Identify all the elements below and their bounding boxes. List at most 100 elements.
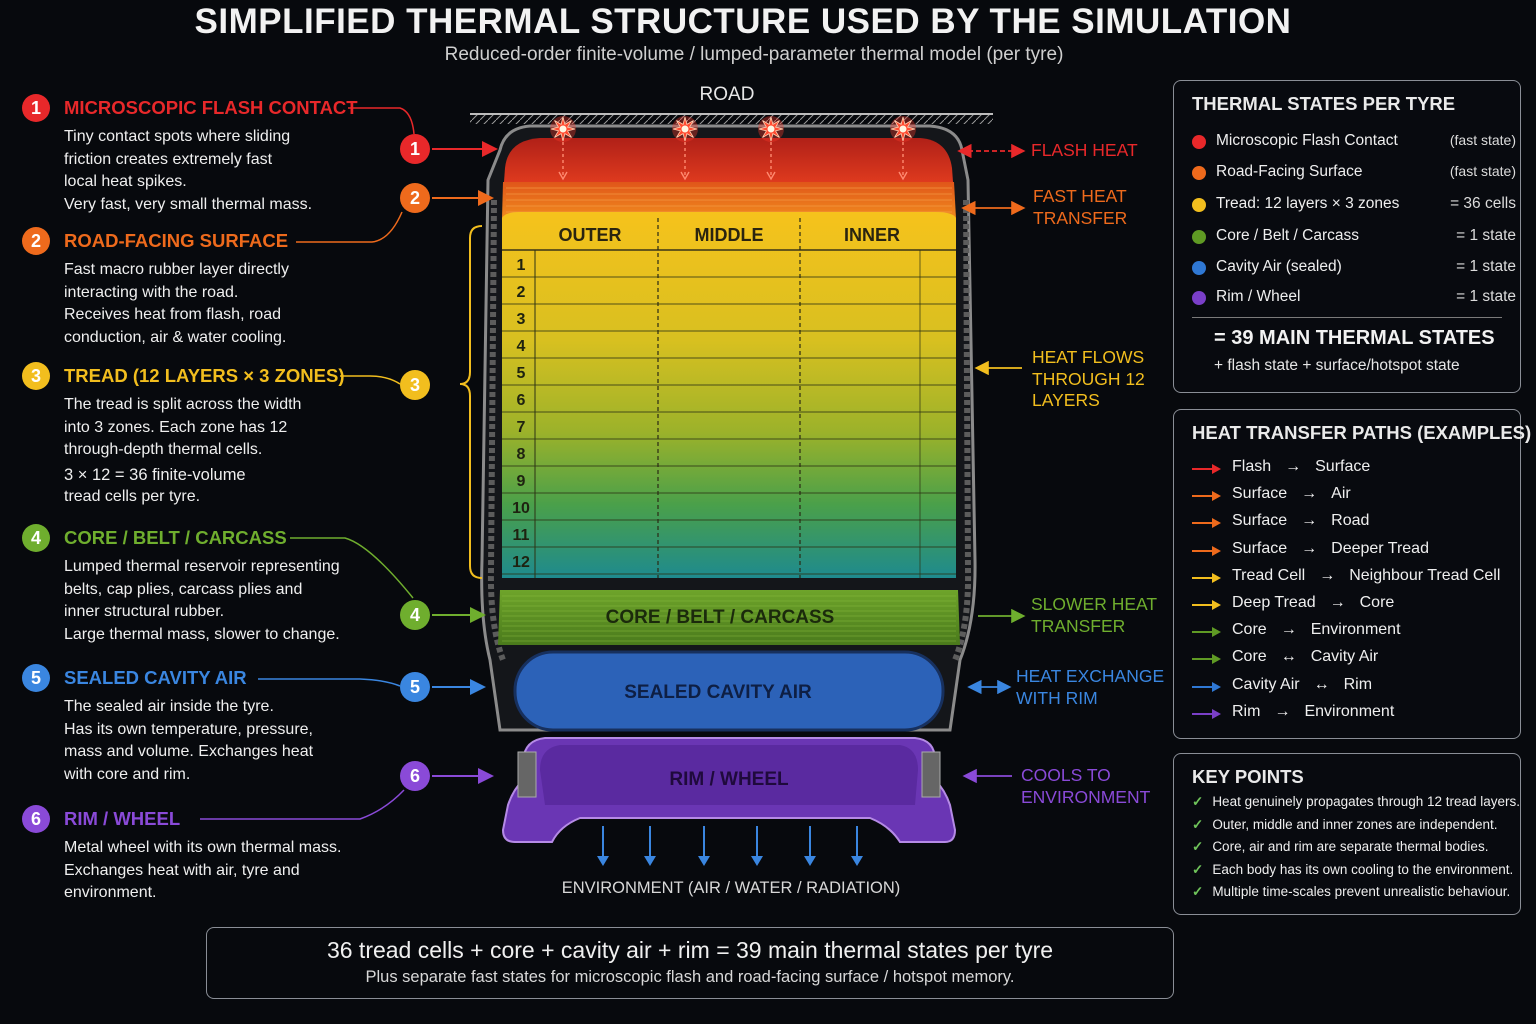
path-text: Flash→Surface <box>1232 458 1370 476</box>
environment-arrows <box>597 826 863 866</box>
key-point: ✓Multiple time-scales prevent unrealisti… <box>1192 884 1510 900</box>
state-value: (fast state) <box>1449 163 1516 179</box>
section-line: into 3 zones. Each zone has 12 <box>64 418 288 436</box>
core-texture <box>502 595 956 642</box>
summary-line-1: 36 tread cells + core + cavity air + rim… <box>326 937 1054 963</box>
section-line: through-depth thermal cells. <box>64 441 263 458</box>
states-total: = 39 MAIN THERMAL STATES <box>1214 327 1495 349</box>
core-label: CORE / BELT / CARCASS <box>606 607 835 628</box>
key-point-text: Heat genuinely propagates through 12 tre… <box>1212 794 1521 809</box>
section-line: Tiny contact spots where sliding <box>64 128 291 145</box>
flash-spike <box>550 116 576 181</box>
state-value: (fast state) <box>1449 132 1516 148</box>
check-icon: ✓ <box>1192 794 1204 809</box>
section-line: Has its own temperature, pressure, <box>64 720 313 738</box>
environment-arrow <box>644 826 656 866</box>
annotation-cools: COOLS TO ENVIRONMENT <box>1021 765 1151 807</box>
key-point: ✓Core, air and rim are separate thermal … <box>1192 839 1488 855</box>
state-color-dot <box>1192 198 1206 212</box>
connector-6 <box>200 789 405 820</box>
paths-panel-title: HEAT TRANSFER PATHS (EXAMPLES) <box>1192 422 1532 443</box>
check-icon: ✓ <box>1192 839 1204 855</box>
path-arrow-icon <box>1192 708 1221 719</box>
section-line: local heat spikes. <box>64 173 187 190</box>
road-label: ROAD <box>700 84 755 105</box>
svg-text:6: 6 <box>410 766 420 786</box>
layer-number: 11 <box>513 527 530 544</box>
connector-4 <box>290 537 414 599</box>
path-from: Tread Cell <box>1232 566 1306 584</box>
environment-label: ENVIRONMENT (AIR / WATER / RADIATION) <box>562 879 901 897</box>
path-to: Road <box>1331 512 1370 530</box>
path-arrow-icon <box>1192 572 1221 583</box>
core-block <box>498 590 960 645</box>
layer-number: 10 <box>512 500 530 517</box>
state-label: Tread: 12 layers × 3 zones <box>1216 195 1400 212</box>
layer-number: 12 <box>512 554 530 571</box>
path-symbol: → <box>1301 485 1318 503</box>
environment-arrow <box>597 826 609 866</box>
state-color-dot <box>1192 291 1206 305</box>
bead-left <box>517 751 537 798</box>
section-heading: TREAD (12 LAYERS × 3 ZONES) <box>64 365 345 386</box>
page-subtitle: Reduced-order finite-volume / lumped-par… <box>444 44 1064 65</box>
path-to: Environment <box>1310 621 1401 639</box>
state-color-dot <box>1192 135 1206 149</box>
section-line: The sealed air inside the tyre. <box>64 698 274 715</box>
section-heading: ROAD-FACING SURFACE <box>64 230 289 251</box>
flash-layer <box>504 138 953 182</box>
zone-label-inner: INNER <box>844 225 900 245</box>
key-point: ✓Outer, middle and inner zones are indep… <box>1192 817 1498 833</box>
section-line: interacting with the road. <box>64 283 239 301</box>
state-color-dot <box>1192 166 1206 180</box>
section-badge: 5 <box>22 664 50 692</box>
path-arrow-icon <box>1192 681 1221 692</box>
path-text: Cavity Air↔Rim <box>1232 676 1372 694</box>
layer-number: 1 <box>517 257 526 274</box>
left-sidewall <box>487 199 506 662</box>
path-text: Tread Cell→Neighbour Tread Cell <box>1232 567 1500 585</box>
state-row: Tread: 12 layers × 3 zones= 36 cells <box>1192 194 1516 216</box>
path-to: Deeper Tread <box>1331 539 1429 557</box>
key-point-text: Multiple time-scales prevent unrealistic… <box>1212 884 1511 900</box>
section-line: The tread is split across the width <box>64 396 302 413</box>
cavity-block <box>513 650 945 732</box>
path-to: Neighbour Tread Cell <box>1349 566 1501 584</box>
layer-number: 5 <box>517 365 526 382</box>
section-line: tread cells per tyre. <box>64 488 201 505</box>
svg-text:4: 4 <box>410 605 420 625</box>
section-body: The sealed air inside the tyre. Has its o… <box>64 696 313 786</box>
right-sidewall <box>952 199 972 662</box>
path-text: Core→Environment <box>1232 621 1401 639</box>
path-symbol: → <box>1274 702 1291 720</box>
state-label: Microscopic Flash Contact <box>1216 132 1398 149</box>
section-line: friction creates extremely fast <box>64 150 273 168</box>
section-heading: CORE / BELT / CARCASS <box>64 527 287 548</box>
rim-well <box>540 745 918 805</box>
section-badge: 6 <box>22 805 50 833</box>
states-extra: + flash state + surface/hotspot state <box>1214 357 1460 374</box>
layer-number: 2 <box>517 284 526 301</box>
path-from: Core <box>1232 621 1267 639</box>
path-symbol: → <box>1301 512 1318 530</box>
annotation-heat-flows: HEAT FLOWS THROUGH 12 LAYERS <box>1032 347 1145 410</box>
key-points-title: KEY POINTS <box>1192 766 1304 787</box>
path-text: Rim→Environment <box>1232 703 1394 721</box>
road-surface <box>470 114 993 124</box>
section-line: Metal wheel with its own thermal mass. <box>64 839 342 856</box>
state-row: Rim / Wheel= 1 state <box>1192 287 1516 309</box>
path-arrow-icon <box>1192 545 1221 556</box>
path-to: Rim <box>1343 675 1373 693</box>
path-from: Surface <box>1232 539 1288 557</box>
path-text: Surface → Deeper Tread <box>1232 540 1429 558</box>
path-symbol: → <box>1301 539 1318 557</box>
state-label: Rim / Wheel <box>1216 288 1301 305</box>
connector-5 <box>258 678 401 687</box>
layer-number: 4 <box>517 338 526 355</box>
heat-paths-panel: HEAT TRANSFER PATHS (EXAMPLES) Flash→Sur… <box>1173 409 1531 739</box>
